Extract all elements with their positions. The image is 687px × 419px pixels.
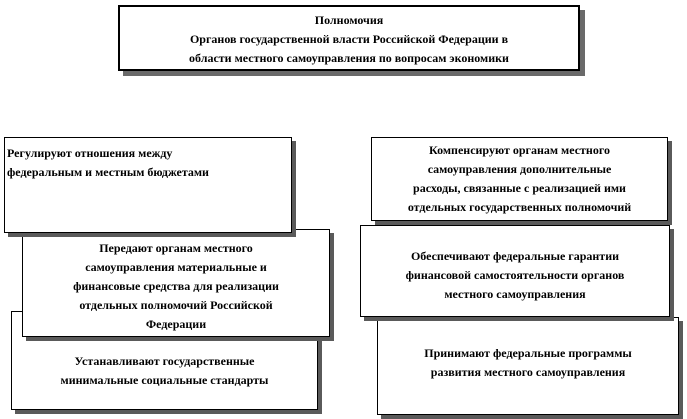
power-box-federal-programs-line-1: Принимают федеральные программы (424, 346, 632, 360)
power-box-social-standards-line-2: минимальные социальные стандарты (60, 373, 269, 387)
title-line-2: Органов государственной власти Российско… (189, 32, 509, 46)
power-box-financial-guarantees: Обеспечивают федеральные гарантии финанс… (360, 225, 670, 317)
power-box-budget-relations-line-1: Регулируют отношения между (7, 146, 173, 160)
power-box-budget-relations: Регулируют отношения между федеральным и… (4, 137, 292, 233)
title-box: Полномочия Органов государственной власт… (118, 5, 580, 71)
power-box-transfer-resources: Передают органам местного самоуправления… (22, 229, 330, 337)
power-box-financial-guarantees-line-2: финансовой самостоятельности органов (405, 268, 625, 282)
power-box-compensate-expenses-line-1: Компенсируют органам местного (428, 143, 610, 157)
power-box-compensate-expenses-line-3: расходы, связанные с реализацией ими (413, 181, 626, 195)
title-line-3: области местного самоуправления по вопро… (189, 51, 509, 65)
power-box-transfer-resources-line-2: самоуправления материальные и (85, 260, 267, 274)
power-box-social-standards-line-1: Устанавливают государственные (74, 354, 255, 368)
power-box-financial-guarantees-line-3: местного самоуправления (444, 287, 586, 301)
power-box-transfer-resources-line-1: Передают органам местного (99, 241, 253, 255)
title-line-1: Полномочия (314, 13, 384, 27)
power-box-budget-relations-line-2: федеральным и местным бюджетами (7, 165, 209, 179)
power-box-transfer-resources-line-3: финансовые средства для реализации (73, 279, 279, 293)
power-box-federal-programs: Принимают федеральные программы развития… (377, 317, 679, 415)
power-box-compensate-expenses-line-4: отдельных государственных полномочий (407, 200, 632, 214)
power-box-federal-programs-line-2: развития местного самоуправления (430, 365, 626, 379)
power-box-compensate-expenses-line-2: самоуправления дополнительные (427, 162, 612, 176)
power-box-transfer-resources-line-4: отдельных полномочий Российской (79, 298, 273, 312)
power-box-compensate-expenses: Компенсируют органам местного самоуправл… (371, 137, 668, 221)
power-box-transfer-resources-line-5: Федерации (145, 317, 207, 331)
power-box-financial-guarantees-line-1: Обеспечивают федеральные гарантии (410, 249, 620, 263)
